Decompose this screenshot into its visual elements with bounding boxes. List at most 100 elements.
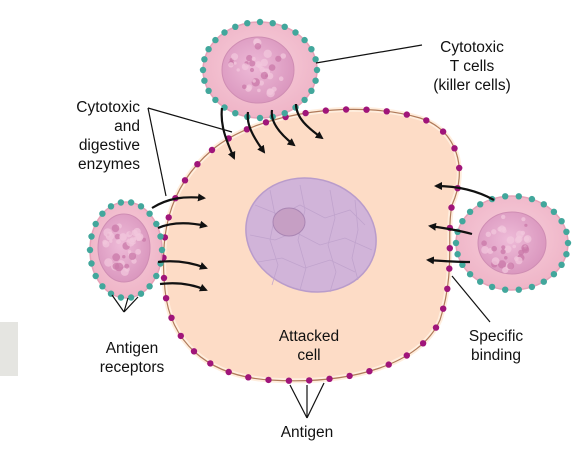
chromatin-speck (500, 249, 506, 255)
antigen-receptors-label-line: Antigen (105, 340, 159, 357)
antigen-receptor-dot (502, 286, 509, 293)
antigen-receptor-dot (88, 260, 95, 267)
chromatin-speck (280, 53, 287, 59)
antigen-receptor-dot (137, 290, 145, 297)
antigen-receptor-dot (153, 272, 160, 280)
antigen-receptor-dot (146, 210, 153, 217)
cell-membrane (162, 108, 460, 382)
antigen-dot (403, 352, 410, 359)
chromatin-speck (497, 226, 503, 232)
antigen-dot (265, 376, 272, 384)
chromatin-speck (264, 74, 268, 78)
attacked-cell-label-line: Attacked (278, 328, 340, 345)
antigen-label: Antigen (262, 423, 352, 442)
antigen-dot (225, 368, 232, 376)
chromatin-speck (514, 256, 519, 261)
antigen-dot (194, 161, 201, 168)
attacked-cell-nucleus (245, 177, 377, 293)
chromatin-speck (231, 53, 239, 61)
attacked-cell-label-line: cell (297, 347, 321, 364)
antigen-dot (285, 377, 293, 384)
antigen-receptor-dot (502, 193, 509, 200)
chromatin-speck (258, 80, 264, 86)
antigen-receptor-dot (117, 199, 125, 206)
chromatin-speck (260, 71, 269, 80)
chromatin-speck (254, 43, 262, 50)
antigen-receptor-dot (99, 210, 106, 217)
chromatin-speck (249, 67, 255, 73)
antigen-dot (403, 111, 410, 118)
curved-arrow-icon (151, 193, 206, 209)
chromatin-speck (491, 257, 500, 265)
specific-binding-leader (451, 275, 491, 323)
chromatin-speck (514, 236, 522, 244)
curved-arrow-icon (426, 256, 471, 265)
enzyme-arrows-left (151, 193, 208, 292)
chromatin-speck (507, 262, 515, 270)
chromatin-speck (249, 60, 256, 67)
enzymes-label-line: digestive (78, 137, 140, 154)
enzymes-label: Cytotoxic and digestive enzymes (40, 98, 140, 174)
antigen-leader-c (306, 382, 325, 419)
antigen-receptor-dot (88, 233, 95, 240)
chromatin-speck (506, 236, 515, 245)
curved-arrow-icon (434, 182, 495, 201)
antigen-receptor-dot (540, 201, 547, 208)
antigen-dot (446, 245, 453, 252)
antigen-dot (262, 119, 270, 126)
antigen-receptor-dot (528, 283, 536, 291)
enzyme-arrows-right (426, 182, 495, 265)
t-cells-label-line: (killer cells) (433, 77, 511, 94)
antigen-receptor-dot (452, 239, 460, 247)
chromatin-speck (111, 224, 120, 233)
antigen-receptor-dot (146, 283, 153, 290)
curved-arrow-icon (270, 109, 296, 147)
antigen-dot (423, 117, 430, 124)
antigen-receptor-dot (232, 23, 239, 30)
antigen-dot (322, 107, 329, 114)
antigen-dot (451, 145, 458, 152)
attacked-cell-label: Attacked cell (264, 327, 354, 365)
antigen-dot (243, 126, 251, 133)
antigen-receptor-dot (92, 220, 99, 228)
chromatin-speck (266, 89, 275, 98)
antigen-receptor-dot (558, 218, 565, 225)
antigen-receptor-dot (281, 110, 288, 117)
antigen-dot (440, 305, 447, 312)
antigen-dot (306, 377, 313, 384)
antigen-receptor-dot (466, 208, 474, 215)
chromatin-speck (502, 228, 507, 234)
t-cell-left (86, 199, 166, 301)
antigen-dot (419, 340, 427, 347)
chromatin-speck (504, 245, 512, 253)
side-tab (0, 322, 18, 376)
antigen-receptor-dot (212, 36, 219, 44)
chromatin-speck (228, 62, 234, 68)
antigen-receptor-dot (550, 208, 558, 215)
t-cells-label-line: T cells (449, 58, 495, 75)
chromatin-speck (116, 239, 121, 245)
chromatin-speck (104, 258, 113, 267)
antigen-receptor-dot (558, 261, 565, 268)
antigen-receptor-dot (477, 278, 484, 285)
antigen-receptor-dot (528, 195, 536, 203)
antigen-receptor-dot (256, 18, 264, 26)
antigen-receptor-dot (540, 278, 547, 285)
chromatin-speck (251, 78, 260, 87)
enzymes-label-line: enzymes (77, 156, 140, 173)
chromatin-speck (119, 233, 127, 241)
chromatin-speck (252, 79, 256, 83)
chromatin-speck (275, 55, 282, 62)
chromatin-speck (114, 262, 124, 272)
curved-arrow-icon (159, 282, 208, 292)
antigen-receptor-dot (301, 36, 308, 44)
antigen-receptor-dot (205, 87, 212, 95)
chromatin-speck (278, 76, 284, 81)
antigen-receptor-dot (99, 283, 106, 290)
antigen-dot (160, 274, 168, 282)
antigen-receptor-dot (244, 20, 251, 27)
chromatin-speck (260, 58, 268, 67)
curved-arrow-icon (294, 103, 324, 140)
antigen-dot (208, 146, 216, 154)
